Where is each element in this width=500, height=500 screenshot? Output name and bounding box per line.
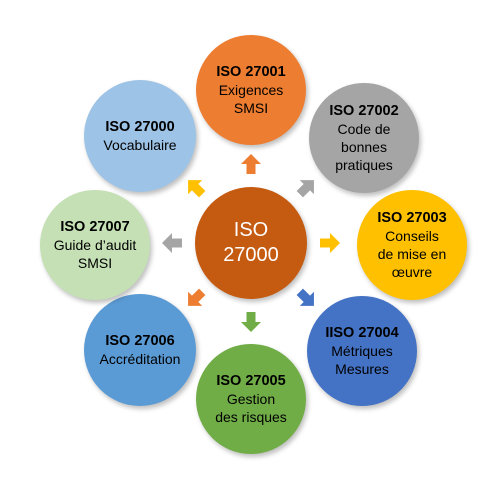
- node-description: Gestion des risques: [215, 390, 287, 426]
- node-title: ISO 27000: [105, 119, 175, 135]
- node-line: 27000: [223, 244, 279, 266]
- node-line: Métriques: [331, 343, 393, 359]
- node-line: ISO: [233, 219, 269, 241]
- node-description: ISO 27000: [223, 218, 279, 268]
- node-title: ISO 27005: [216, 373, 286, 389]
- node-description: Accréditation: [100, 350, 181, 368]
- down-left-arrow-icon: [188, 288, 206, 306]
- node-line: Conseils: [385, 228, 439, 244]
- node-line: Exigences: [218, 82, 284, 98]
- left-arrow-icon: [162, 233, 182, 253]
- node-line: œuvre: [391, 264, 433, 280]
- center-node-iso-27000: ISO 27000: [195, 187, 307, 299]
- up-arrow-icon: [241, 154, 261, 174]
- node-title: ISO 27001: [216, 64, 286, 80]
- node-line: pratiques: [335, 157, 393, 173]
- right-arrow-icon: [320, 233, 340, 253]
- node-line: Gestion: [226, 391, 276, 407]
- node-title: ISO 27007: [60, 219, 130, 235]
- node-title: ISO 27003: [377, 210, 447, 226]
- node-line: SMSI: [77, 255, 113, 271]
- node-line: de mise en: [377, 246, 447, 262]
- node-line: SMSI: [233, 100, 269, 116]
- down-arrow-icon: [241, 312, 261, 332]
- node-line: Guide d’audit: [53, 237, 137, 253]
- node-line: Mesures: [335, 361, 389, 377]
- up-left-arrow-icon: [188, 180, 206, 198]
- node-description: Conseils de mise en œuvre: [378, 227, 446, 281]
- node-title: ISO 27002: [329, 103, 399, 119]
- node-description: Vocabulaire: [103, 136, 176, 154]
- node-title: IISO 27004: [325, 325, 399, 341]
- down-right-arrow-icon: [296, 288, 314, 306]
- node-title: ISO 27006: [105, 333, 175, 349]
- up-right-arrow-icon: [296, 180, 314, 198]
- node-line: Vocabulaire: [103, 137, 177, 153]
- node-line: des risques: [215, 409, 287, 425]
- node-line: Accréditation: [99, 351, 181, 367]
- node-line: Code de: [337, 121, 391, 137]
- node-line: bonnes: [341, 139, 387, 155]
- node-description: Code de bonnes pratiques: [335, 120, 393, 174]
